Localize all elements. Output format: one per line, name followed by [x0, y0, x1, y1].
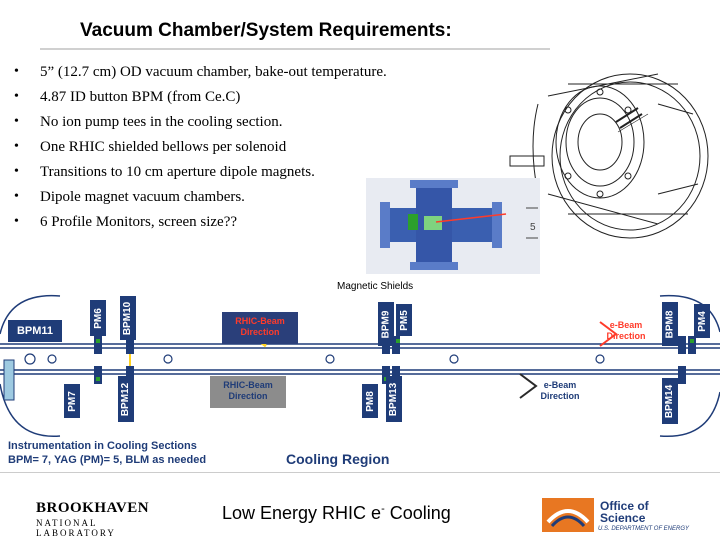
list-item-text: Dipole magnet vacuum chambers.	[40, 189, 245, 205]
pm8-label: PM8	[362, 384, 378, 418]
ebeam-direction-top: e-Beam Direction	[606, 320, 646, 341]
bpm14-label: BPM14	[662, 378, 678, 424]
list-item-text: 5” (12.7 cm) OD vacuum chamber, bake-out…	[40, 64, 387, 80]
pm5-label: PM5	[396, 304, 412, 336]
bullet-icon: •	[14, 139, 19, 154]
valve-photo: 5	[366, 178, 540, 274]
bpm9-label: BPM9	[378, 302, 394, 346]
slide-title: Vacuum Chamber/System Requirements:	[80, 20, 452, 41]
bpm11-label: BPM11	[8, 320, 62, 342]
brookhaven-logo-top: BROOKHAVEN	[36, 500, 150, 516]
list-item-text: One RHIC shielded bellows per solenoid	[40, 139, 287, 155]
doe-emblem-icon	[542, 498, 594, 532]
list-item: • No ion pump tees in the cooling section…	[14, 112, 484, 137]
list-item-text: No ion pump tees in the cooling section.	[40, 114, 283, 130]
list-item-text: Transitions to 10 cm aperture dipole mag…	[40, 164, 315, 180]
pm7-label: PM7	[64, 384, 80, 418]
bpm8-label: BPM8	[662, 302, 678, 346]
bullet-icon: •	[14, 114, 19, 129]
magnetic-shields-label: Magnetic Shields	[337, 281, 414, 292]
bpm12-label: BPM12	[118, 376, 134, 422]
instrumentation-detail: BPM= 7, YAG (PM)= 5, BLM as needed	[8, 454, 207, 466]
list-item-text: 6 Profile Monitors, screen size??	[40, 214, 238, 230]
bullet-icon: •	[14, 189, 19, 204]
list-item-text: 4.87 ID button BPM (from Ce.C)	[40, 89, 241, 105]
doe-dept-text: U.S. DEPARTMENT OF ENERGY	[598, 526, 690, 532]
rhic-beam-direction-bottom: RHIC-Beam Direction	[210, 376, 286, 408]
title-divider	[40, 48, 550, 50]
list-item: • Dipole magnet vacuum chambers.	[14, 187, 484, 212]
list-item: • One RHIC shielded bellows per solenoid	[14, 137, 484, 162]
pm6-label: PM6	[90, 300, 106, 336]
ebeam-direction-bottom: e-Beam Direction	[540, 380, 580, 401]
pm4-label: PM4	[694, 304, 710, 338]
bullet-icon: •	[14, 214, 19, 229]
list-item: • 4.87 ID button BPM (from Ce.C)	[14, 87, 484, 112]
bpm13-label: BPM13	[386, 376, 402, 422]
brookhaven-logo: BROOKHAVEN NATIONAL LABORATORY	[36, 500, 168, 538]
doe-office-of-science-logo: Office of Science U.S. DEPARTMENT OF ENE…	[540, 496, 689, 536]
bullet-icon: •	[14, 164, 19, 179]
brookhaven-logo-bottom: NATIONAL LABORATORY	[36, 518, 116, 538]
list-item: • 5” (12.7 cm) OD vacuum chamber, bake-ou…	[14, 62, 484, 87]
svg-text:5: 5	[530, 222, 536, 233]
bullet-icon: •	[14, 64, 19, 79]
cooling-region-label: Cooling Region	[286, 451, 390, 467]
bullet-icon: •	[14, 89, 19, 104]
list-item: • Transitions to 10 cm aperture dipole ma…	[14, 162, 484, 187]
footer-divider	[0, 472, 720, 473]
instrumentation-title: Instrumentation in Cooling Sections	[8, 440, 197, 452]
rhic-beam-direction-top: RHIC-Beam Direction	[222, 312, 298, 344]
footer-title: Low Energy RHIC e- Cooling	[222, 503, 451, 523]
bpm10-label: BPM10	[120, 296, 136, 340]
requirements-list: • 5” (12.7 cm) OD vacuum chamber, bake-ou…	[14, 62, 484, 237]
beamline-diagram	[0, 294, 720, 438]
doe-office-text: Office of Science	[600, 499, 649, 525]
list-item: • 6 Profile Monitors, screen size??	[14, 212, 484, 237]
